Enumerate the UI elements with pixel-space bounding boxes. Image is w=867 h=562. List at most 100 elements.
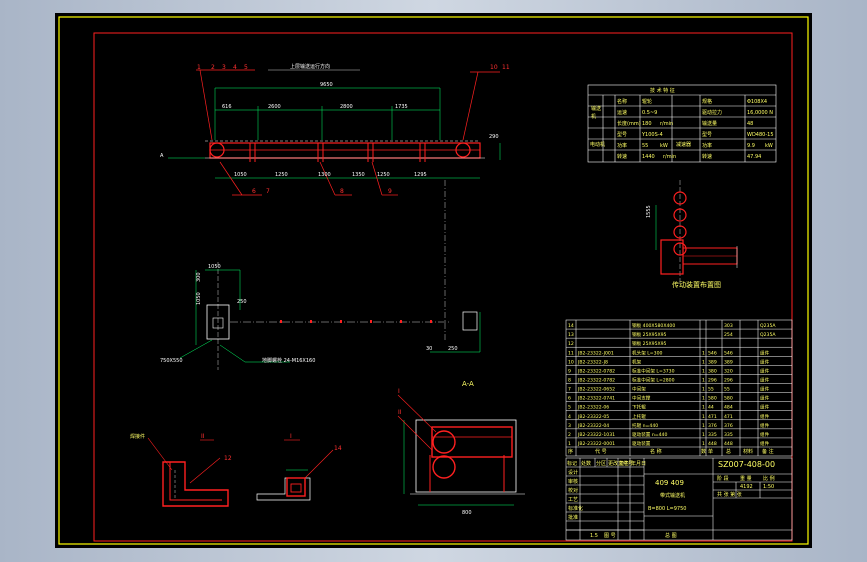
parts-cell: 9: [568, 368, 571, 374]
parts-cell: 1: [702, 423, 705, 429]
drive-dim-1: 1555: [646, 205, 652, 218]
svg-text:名称: 名称: [617, 98, 627, 105]
parts-cell: 4: [568, 414, 571, 420]
spec-left-head-1: 输送: [591, 105, 601, 112]
svg-text:处数: 处数: [581, 460, 591, 467]
dim-seg-2: 2600: [268, 104, 281, 110]
parts-cell: 托辊 n=440: [632, 422, 658, 429]
parts-cell: 机架: [632, 358, 642, 365]
svg-text:48: 48: [747, 121, 753, 127]
foundation-plan: [179, 262, 481, 370]
parts-cell: 1: [568, 441, 571, 447]
tb-weight-val: 4192: [740, 484, 753, 490]
svg-text:Φ108X4: Φ108X4: [747, 99, 767, 105]
parts-cell: 55: [724, 387, 730, 393]
plan-bolt-label: 750X550: [160, 358, 183, 364]
parts-cell: JB2-23322-0001: [577, 441, 615, 447]
parts-cell: 机头架 L=300: [632, 349, 662, 356]
balloon-5: 5: [244, 64, 248, 71]
parts-cell: 1: [702, 396, 705, 402]
parts-cell: 296: [724, 378, 733, 384]
parts-cell: 组件: [760, 358, 770, 365]
balloon-4: 4: [233, 64, 237, 71]
drawing-name: 带式输送机: [660, 492, 685, 499]
svg-text:设计: 设计: [568, 469, 578, 476]
svg-text:名 称: 名 称: [650, 448, 662, 455]
svg-text:校对: 校对: [568, 487, 578, 494]
svg-text:运速: 运速: [617, 109, 627, 116]
parts-cell: 448: [708, 441, 717, 447]
parts-cell: Q235A: [760, 332, 776, 338]
svg-text:数: 数: [701, 448, 706, 455]
parts-cell: JB2-23322-J8: [577, 359, 608, 365]
dim-bottom-6: 1295: [414, 172, 427, 178]
dim-right-height: 290: [489, 134, 499, 140]
dim-bottom-1: 1050: [234, 172, 247, 178]
drawing-canvas[interactable]: 1 2 3 4 5 10 11 上层输送运行方向 A 9650 616 2600…: [55, 13, 812, 548]
parts-cell: 组件: [760, 377, 770, 384]
svg-text:kW: kW: [765, 143, 773, 149]
tb-weight: 重 量: [740, 475, 752, 482]
plan-dim-250: 250: [237, 299, 247, 305]
balloon-2: 2: [211, 64, 215, 71]
parts-cell: JB2-23322-1031: [577, 432, 615, 438]
parts-cell: 下托辊: [632, 404, 646, 411]
svg-text:年月日: 年月日: [631, 460, 646, 467]
parts-cell: 13: [568, 332, 574, 338]
parts-cell: 11: [568, 350, 574, 356]
parts-cell: JB2-23322-J001: [577, 350, 614, 356]
svg-text:签名: 签名: [619, 460, 629, 467]
svg-text:16,0000 N: 16,0000 N: [747, 110, 773, 116]
parts-cell: 303: [724, 323, 733, 329]
plan-dim-1050a: 1050: [196, 292, 202, 305]
dim-bottom-5: 1250: [377, 172, 390, 178]
model-number: 409 409: [655, 479, 684, 487]
svg-text:分区: 分区: [596, 460, 606, 467]
dim-bottom-2: 1250: [275, 172, 288, 178]
tb-footer-right: 总 图: [665, 532, 677, 539]
parts-cell: 1: [702, 350, 705, 356]
plan-dim-250b: 250: [448, 346, 458, 352]
parts-cell: 484: [724, 405, 733, 411]
parts-cell: 376: [708, 423, 717, 429]
svg-text:单: 单: [708, 448, 713, 455]
svg-text:备 注: 备 注: [762, 448, 774, 455]
svg-text:序: 序: [568, 448, 573, 455]
parts-cell: 12: [568, 341, 574, 347]
drive-arrangement-label: 传动装置布置图: [672, 280, 721, 289]
parts-cell: 1: [702, 405, 705, 411]
parts-cell: 296: [708, 378, 717, 384]
balloon-8: 8: [340, 188, 344, 195]
parts-cell: 1: [702, 368, 705, 374]
parts-cell: 标准中间架 L=2800: [632, 377, 675, 384]
svg-text:长度(mm): 长度(mm): [617, 120, 641, 127]
section-dim-width: 800: [462, 510, 472, 516]
parts-cell: 驱动装置 n=440: [632, 431, 667, 438]
parts-cell: 546: [708, 350, 717, 356]
detail-II: [147, 437, 229, 507]
svg-text:9.9: 9.9: [747, 143, 755, 149]
spec-left-head-2: 机: [591, 113, 596, 120]
parts-cell: 钢板 25X95X95: [632, 331, 667, 338]
parts-cell: 471: [708, 414, 717, 420]
balloon-9: 9: [388, 188, 392, 195]
parts-cell: 546: [724, 350, 733, 356]
parts-cell: JB2-23322-0741: [577, 396, 615, 402]
svg-text:功率: 功率: [702, 142, 712, 149]
svg-text:转速: 转速: [617, 153, 627, 160]
plan-dim-300: 300: [196, 272, 202, 282]
balloon-7: 7: [266, 188, 270, 195]
parts-cell: 55: [708, 387, 714, 393]
dim-bottom-3: 1300: [318, 172, 331, 178]
parts-cell: 14: [568, 323, 574, 329]
plan-dim-30: 30: [426, 346, 432, 352]
balloon-6: 6: [252, 188, 256, 195]
detail-I-callout-14: 14: [334, 445, 342, 452]
parts-cell: 3: [568, 423, 571, 429]
dim-seg-4: 1735: [395, 104, 408, 110]
parts-cell: JB2-23322-0782: [577, 368, 615, 374]
drawing-number: SZ007-408-00: [718, 460, 775, 469]
balloon-10: 10: [490, 64, 498, 71]
dim-seg-1: 616: [222, 104, 232, 110]
